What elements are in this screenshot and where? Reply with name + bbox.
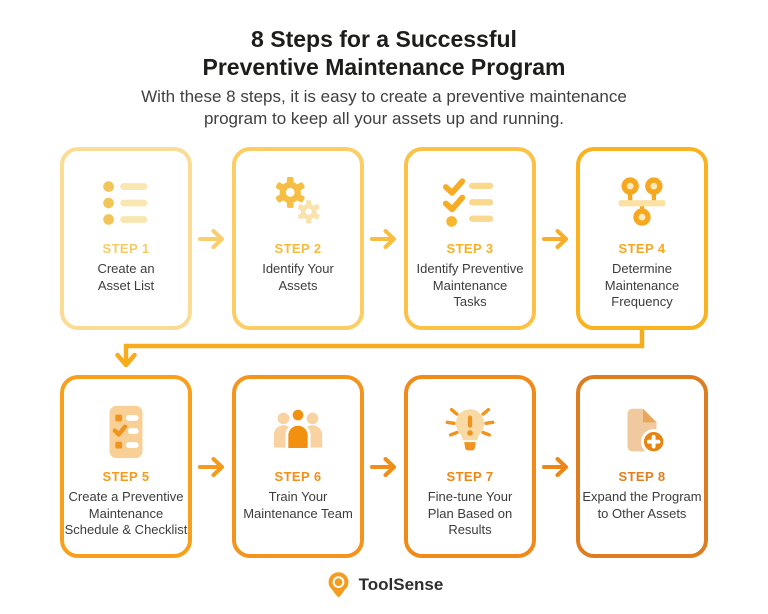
gears-icon (267, 173, 329, 235)
step-number-label: STEP 4 (618, 241, 666, 256)
step-card-8: STEP 8 Expand the Program to Other Asset… (576, 375, 708, 558)
steps-row-2: STEP 5 Create a Preventive Maintenance S… (60, 375, 708, 558)
step-card-5: STEP 5 Create a Preventive Maintenance S… (60, 375, 192, 558)
connector-arrow (115, 330, 645, 368)
step-number-label: STEP 1 (102, 241, 150, 256)
step-number-label: STEP 3 (446, 241, 494, 256)
team-icon (267, 401, 329, 463)
step-number-label: STEP 8 (618, 469, 666, 484)
title-line-1: 8 Steps for a Successful (251, 26, 517, 52)
footer-brand: ToolSense (0, 568, 768, 602)
arrow-right-icon (370, 457, 396, 477)
arrow-right-icon (198, 229, 224, 249)
step-number-label: STEP 6 (274, 469, 322, 484)
step-number-label: STEP 2 (274, 241, 322, 256)
step-number-label: STEP 5 (102, 469, 150, 484)
step-card-1: STEP 1 Create an Asset List (60, 147, 192, 330)
step-description: Create a Preventive Maintenance Schedule… (64, 489, 188, 538)
document-plus-icon (611, 401, 673, 463)
step-card-4: STEP 4 Determine Maintenance Frequency (576, 147, 708, 330)
step-card-3: STEP 3 Identify Preventive Maintenance T… (404, 147, 536, 330)
arrow-right-icon (370, 229, 396, 249)
steps-row-1: STEP 1 Create an Asset List (60, 147, 708, 330)
title-line-2: Preventive Maintenance Program (202, 53, 566, 80)
step-description: Identify Your Assets (262, 261, 334, 293)
clipboard-checklist-icon (95, 401, 157, 463)
step-card-2: STEP 2 Identify Your Assets (232, 147, 364, 330)
arrow-right-icon (542, 457, 568, 477)
step-card-6: STEP 6 Train Your Maintenance Team (232, 375, 364, 558)
bullet-list-icon (95, 173, 157, 235)
step-card-7: STEP 7 Fine-tune Your Plan Based on Resu… (404, 375, 536, 558)
step-description: Fine-tune Your Plan Based on Results (427, 489, 513, 538)
step-description: Determine Maintenance Frequency (604, 261, 680, 310)
arrow-right-icon (198, 457, 224, 477)
page-subtitle: With these 8 steps, it is easy to create… (141, 87, 627, 128)
page-title: 8 Steps for a Successful Preventive Main… (0, 26, 768, 81)
brand-name: ToolSense (358, 575, 444, 594)
arrow-right-icon (542, 229, 568, 249)
step-number-label: STEP 7 (446, 469, 494, 484)
step-description: Create an Asset List (97, 261, 155, 293)
step-description: Expand the Program to Other Assets (582, 489, 702, 521)
lightbulb-icon (439, 401, 501, 463)
checklist-icon (439, 173, 501, 235)
step-description: Identify Preventive Maintenance Tasks (416, 261, 524, 310)
step-description: Train Your Maintenance Team (243, 489, 353, 521)
balance-icon (611, 173, 673, 235)
toolsense-pin-icon (325, 570, 352, 601)
